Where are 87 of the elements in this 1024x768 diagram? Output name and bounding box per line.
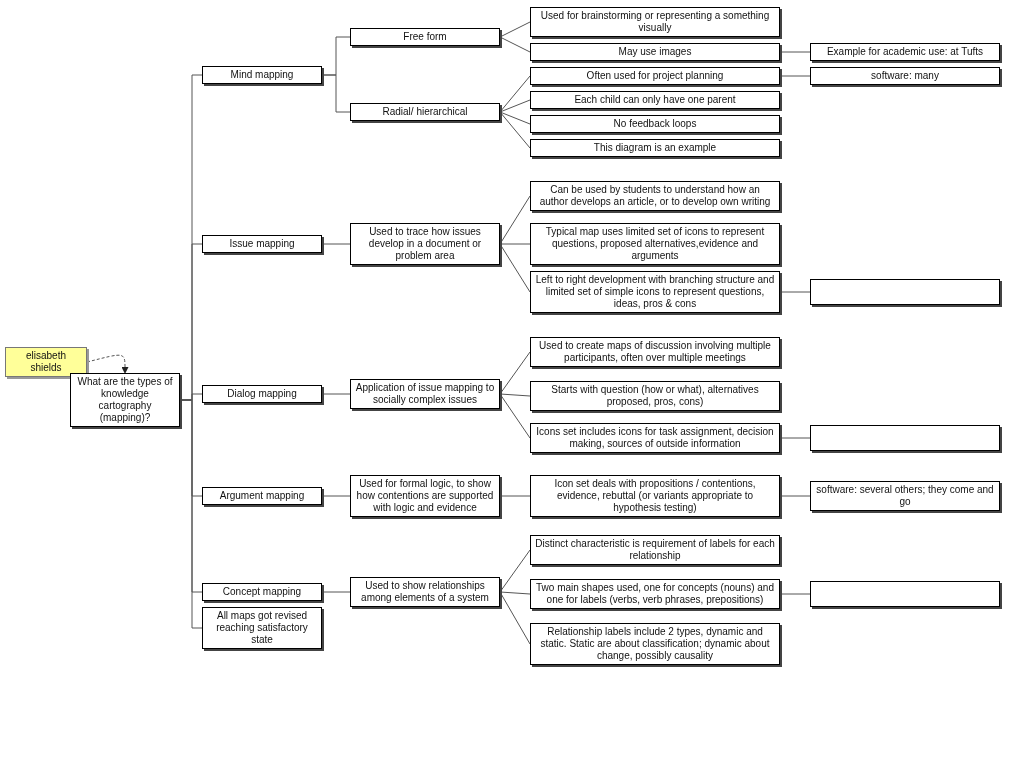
text-box bbox=[530, 337, 780, 367]
box-text: Left to right development with branching structure and limited set of simple icons to represent questions, ideas, pros & cons bbox=[535, 274, 775, 310]
box-text: Often used for project planning bbox=[586, 70, 724, 82]
connector-line bbox=[499, 111, 531, 125]
text-box bbox=[350, 577, 500, 607]
text-box bbox=[350, 103, 500, 121]
text-box bbox=[350, 28, 500, 46]
box-text: Concept mapping bbox=[222, 586, 302, 598]
connector-line bbox=[779, 495, 811, 497]
text-box bbox=[202, 385, 322, 403]
box-text: May use images bbox=[618, 46, 692, 58]
box-text: Argument mapping bbox=[219, 490, 305, 502]
text-box bbox=[530, 115, 780, 133]
box-text: Used to show relationships among elements of a system bbox=[360, 580, 490, 604]
box-text: Radial/ hierarchical bbox=[382, 106, 468, 118]
text-box bbox=[810, 43, 1000, 61]
empty-box bbox=[810, 581, 1000, 607]
text-box bbox=[810, 67, 1000, 85]
connector-line bbox=[499, 351, 531, 395]
box-text: Free form bbox=[403, 31, 447, 43]
connector-line bbox=[779, 593, 811, 595]
box-text: Icon set deals with propositions / contentions, evidence, rebuttal (or variants appropriate to hypothesis testing) bbox=[553, 478, 757, 514]
box-text: Used for brainstorming or representing a something visually bbox=[539, 10, 771, 34]
text-box bbox=[202, 583, 322, 601]
connector-line bbox=[499, 21, 531, 38]
box-text: Used for formal logic, to show how contentions are supported with logic and evidence bbox=[355, 478, 495, 514]
box-text: elisabeth shields bbox=[25, 350, 67, 374]
connector-line bbox=[499, 111, 531, 149]
text-box bbox=[350, 223, 500, 265]
text-box bbox=[530, 475, 780, 517]
text-box bbox=[530, 181, 780, 211]
box-text: This diagram is an example bbox=[593, 142, 717, 154]
text-box bbox=[202, 607, 322, 649]
connector-line bbox=[499, 75, 531, 113]
box-text: Icons set includes icons for task assignment, decision making, sources of outside information bbox=[535, 426, 775, 450]
empty-box bbox=[810, 425, 1000, 451]
box-text: Distinct characteristic is requirement of labels for each relationship bbox=[535, 538, 775, 562]
connector-line bbox=[779, 51, 811, 53]
box-text: Mind mapping bbox=[230, 69, 294, 81]
text-box bbox=[202, 235, 322, 253]
box-text: No feedback loops bbox=[613, 118, 697, 130]
connector-line bbox=[499, 495, 531, 497]
text-box bbox=[530, 67, 780, 85]
text-box bbox=[530, 139, 780, 157]
connector-line bbox=[499, 393, 531, 397]
connector-line bbox=[499, 243, 531, 245]
connector-line bbox=[779, 437, 811, 439]
sticky-note bbox=[5, 347, 87, 377]
box-text: Example for academic use: at Tufts bbox=[826, 46, 984, 58]
connector-line bbox=[321, 393, 351, 395]
text-box bbox=[530, 381, 780, 411]
connector-line bbox=[321, 591, 351, 593]
connector-line bbox=[779, 291, 811, 293]
connector-line bbox=[499, 36, 531, 53]
box-text: Application of issue mapping to socially complex issues bbox=[355, 382, 495, 406]
empty-box bbox=[810, 279, 1000, 305]
connector-line bbox=[321, 243, 351, 245]
connector-line bbox=[499, 99, 531, 113]
arrow bbox=[86, 354, 129, 374]
box-text: Used to trace how issues develop in a document or problem area bbox=[367, 226, 483, 262]
box-text: Can be used by students to understand how an author develops an article, or to develop own writing bbox=[538, 184, 772, 208]
box-text: Issue mapping bbox=[229, 238, 295, 250]
connector-line bbox=[179, 399, 203, 629]
box-text: Used to create maps of discussion involving multiple participants, often over multiple meetings bbox=[538, 340, 772, 364]
box-text: Relationship labels include 2 types, dynamic and static. Static are about classification; dynamic about change, possibly causality bbox=[539, 626, 771, 662]
connector-line bbox=[779, 75, 811, 77]
text-box bbox=[530, 43, 780, 61]
box-text: What are the types of knowledge cartography (mapping)? bbox=[76, 376, 174, 424]
box-text: Starts with question (how or what), alternatives proposed, pros, cons) bbox=[550, 384, 760, 408]
connector-line bbox=[499, 549, 531, 593]
box-text: software: many bbox=[871, 70, 939, 82]
text-box bbox=[202, 66, 322, 84]
box-text: All maps got revised reaching satisfactory state bbox=[215, 610, 309, 646]
connector-line bbox=[321, 495, 351, 497]
text-box bbox=[530, 223, 780, 265]
box-text: Each child can only have one parent bbox=[574, 94, 736, 106]
text-box bbox=[202, 487, 322, 505]
connector-line bbox=[499, 591, 531, 595]
text-box bbox=[530, 7, 780, 37]
connector-line bbox=[321, 74, 351, 113]
box-text: software: several others; they come and go bbox=[815, 484, 995, 508]
text-box bbox=[530, 623, 780, 665]
box-text: Dialog mapping bbox=[227, 388, 297, 400]
box-text: Typical map uses limited set of icons to represent questions, proposed alternatives,evidence and arguments bbox=[544, 226, 766, 262]
text-box bbox=[530, 91, 780, 109]
text-box bbox=[70, 373, 180, 427]
box-text: Two main shapes used, one for concepts (nouns) and one for labels (verbs, verb phrases, prepositions) bbox=[535, 582, 775, 606]
